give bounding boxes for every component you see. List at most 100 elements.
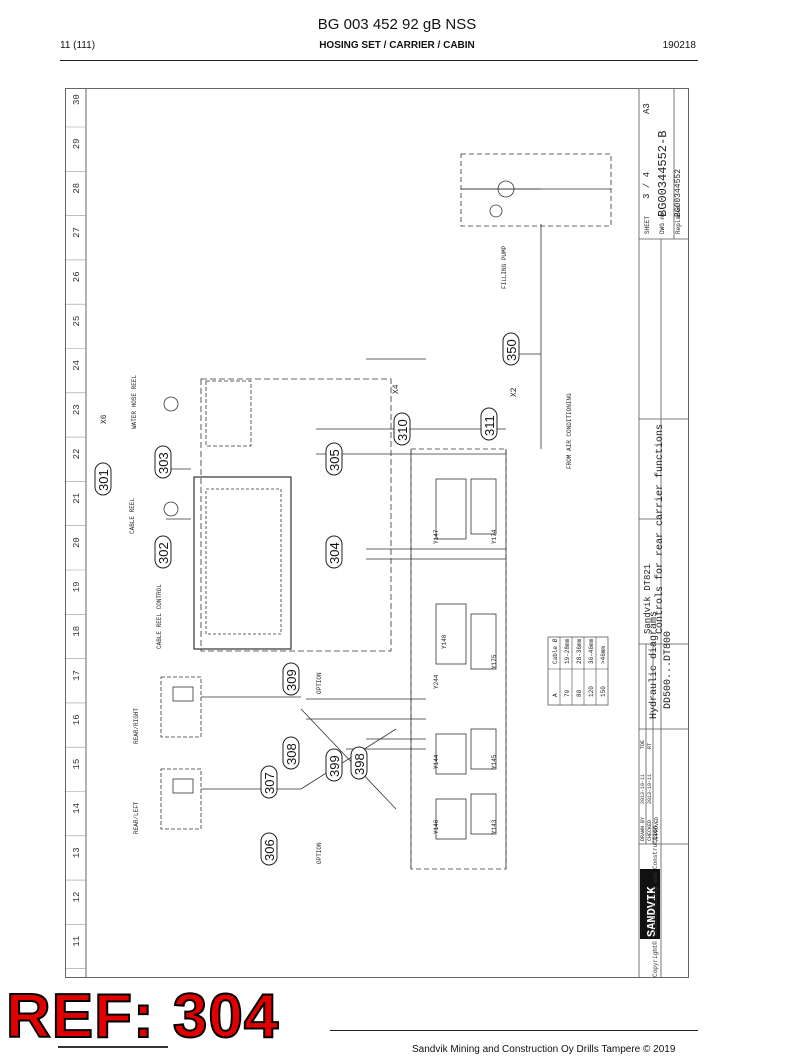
grid-number: 21 — [72, 493, 82, 504]
footer-rule — [330, 1030, 698, 1031]
y175-label: Y175 — [491, 654, 498, 669]
cable-table-cell: 120 — [588, 686, 595, 697]
replaces-number: BG00344552 — [674, 169, 683, 217]
callout-301: 301 — [94, 462, 112, 496]
option-label-b: OPTION — [316, 842, 323, 864]
footer-text: Sandvik Mining and Construction Oy Drill… — [412, 1044, 676, 1055]
title-block — [638, 89, 688, 977]
callout-number: 310 — [395, 419, 410, 441]
grid-number: 13 — [72, 847, 82, 858]
callout-number: 350 — [504, 339, 519, 361]
sheet-number: 3 / 4 — [642, 172, 652, 199]
callout-number: 306 — [262, 839, 277, 861]
drawn-by-name: TDE — [640, 740, 646, 749]
copyright: Copyright© Sandvik Mining and Constructi… — [652, 825, 659, 977]
footer-mark — [58, 1046, 168, 1058]
cable-table: Cable ØA19-28mm7028-36mm8036-46mm120>46m… — [547, 636, 609, 706]
grid-number: 22 — [72, 449, 82, 460]
section-title: HOSING SET / CARRIER / CABIN — [319, 40, 475, 51]
header-rule — [60, 60, 698, 61]
grid-number: 27 — [72, 227, 82, 238]
y148-label: Y148 — [441, 634, 448, 649]
callout-350: 350 — [502, 332, 520, 366]
x4-label: X4 — [392, 384, 401, 394]
grid-number: 15 — [72, 759, 82, 770]
cable-table-cell: 36-46mm — [588, 638, 595, 664]
sandvik-logo: SANDVIK — [645, 886, 659, 937]
y147-label: Y147 — [433, 529, 440, 544]
x6-label: X6 — [100, 414, 109, 424]
x2-label: X2 — [510, 387, 519, 397]
drawing-title: Controls for rear carrier functions — [654, 424, 666, 634]
grid-number: 16 — [72, 714, 82, 725]
grid-number: 18 — [72, 626, 82, 637]
reference-watermark: REF: 304 — [5, 982, 280, 1051]
sheet-label: SHEET — [644, 216, 651, 234]
callout-302: 302 — [154, 535, 172, 569]
grid-number: 25 — [72, 316, 82, 327]
checked-name: RT — [647, 743, 653, 749]
grid-number: 11 — [72, 936, 82, 947]
y244-label: Y244 — [433, 674, 440, 689]
callout-310: 310 — [393, 412, 411, 446]
filling-pump-label: FILLING PUMP — [501, 245, 508, 289]
callout-307: 307 — [260, 765, 278, 799]
approved-label: APPROVED — [654, 817, 660, 841]
diagram-type: Hydraulic diagrams — [648, 611, 660, 719]
grid-number: 20 — [72, 537, 82, 548]
callout-305: 305 — [325, 442, 343, 476]
grid-number: 28 — [72, 183, 82, 194]
callout-number: 398 — [352, 753, 367, 775]
y143-label: Y143 — [491, 819, 498, 834]
rear-right-label: REAR/RIGHT — [133, 708, 140, 744]
drawn-by-date: 2013-10-11 — [640, 774, 646, 804]
page-number: 11 (111) — [60, 40, 96, 51]
hydraulic-diagram: 3029282726252423222120191817161514131211… — [66, 89, 688, 977]
rear-left-label: REAR/LEFT — [133, 801, 140, 834]
callout-303: 303 — [154, 445, 172, 479]
y145-label: Y145 — [491, 754, 498, 769]
cable-table-cell: >46mm — [600, 646, 607, 664]
header-date: 190218 — [662, 40, 696, 51]
callout-number: 309 — [284, 669, 299, 691]
option-label-a: OPTION — [316, 672, 323, 694]
circuit-lines — [160, 153, 612, 870]
checked-date: 2013-10-11 — [647, 774, 653, 804]
callout-number: 311 — [482, 415, 497, 436]
models: DD500...DT800 — [663, 631, 674, 709]
cable-table-cell: 80 — [576, 689, 583, 697]
callout-308: 308 — [282, 736, 300, 770]
callout-398: 398 — [350, 746, 368, 780]
y144-label: Y144 — [433, 754, 440, 769]
cable-reel-control-label: CABLE REEL CONTROL — [156, 584, 163, 649]
callout-number: 304 — [327, 542, 342, 564]
callout-number: 301 — [96, 469, 111, 491]
replaces-label: Replaces — [675, 205, 682, 234]
grid-number: 29 — [72, 138, 82, 149]
callout-399: 399 — [325, 748, 343, 782]
y174-label: Y174 — [491, 529, 498, 544]
grid-number: 26 — [72, 271, 82, 282]
cable-table-cell: Cable Ø — [552, 638, 559, 664]
grid-number: 23 — [72, 404, 82, 415]
document-code: BG 003 452 92 gB NSS — [317, 16, 477, 33]
dwg-number: BG00344552-B — [656, 131, 670, 217]
cable-table-cell: 19-28mm — [564, 638, 571, 664]
water-hose-reel-label: WATER HOSE REEL — [131, 375, 138, 429]
drawn-by-label: DRAWN BY — [640, 817, 646, 841]
grid-number: 14 — [72, 803, 82, 814]
callout-number: 303 — [156, 452, 171, 474]
cable-table-cell: 28-36mm — [576, 638, 583, 664]
air-conditioning-label: FROM AIR CONDITIONING — [566, 393, 573, 469]
product-name: Sandvik DT821 — [643, 564, 653, 634]
cable-table-cell: A — [552, 693, 559, 697]
dwg-label: DWG no — [659, 212, 666, 234]
cable-table-cell: 150 — [600, 686, 607, 697]
callout-306: 306 — [260, 832, 278, 866]
callout-304: 304 — [325, 535, 343, 569]
grid-number: 19 — [72, 581, 82, 592]
checked-label: CHECKED — [647, 820, 653, 841]
sheet-size: A3 — [642, 103, 652, 114]
